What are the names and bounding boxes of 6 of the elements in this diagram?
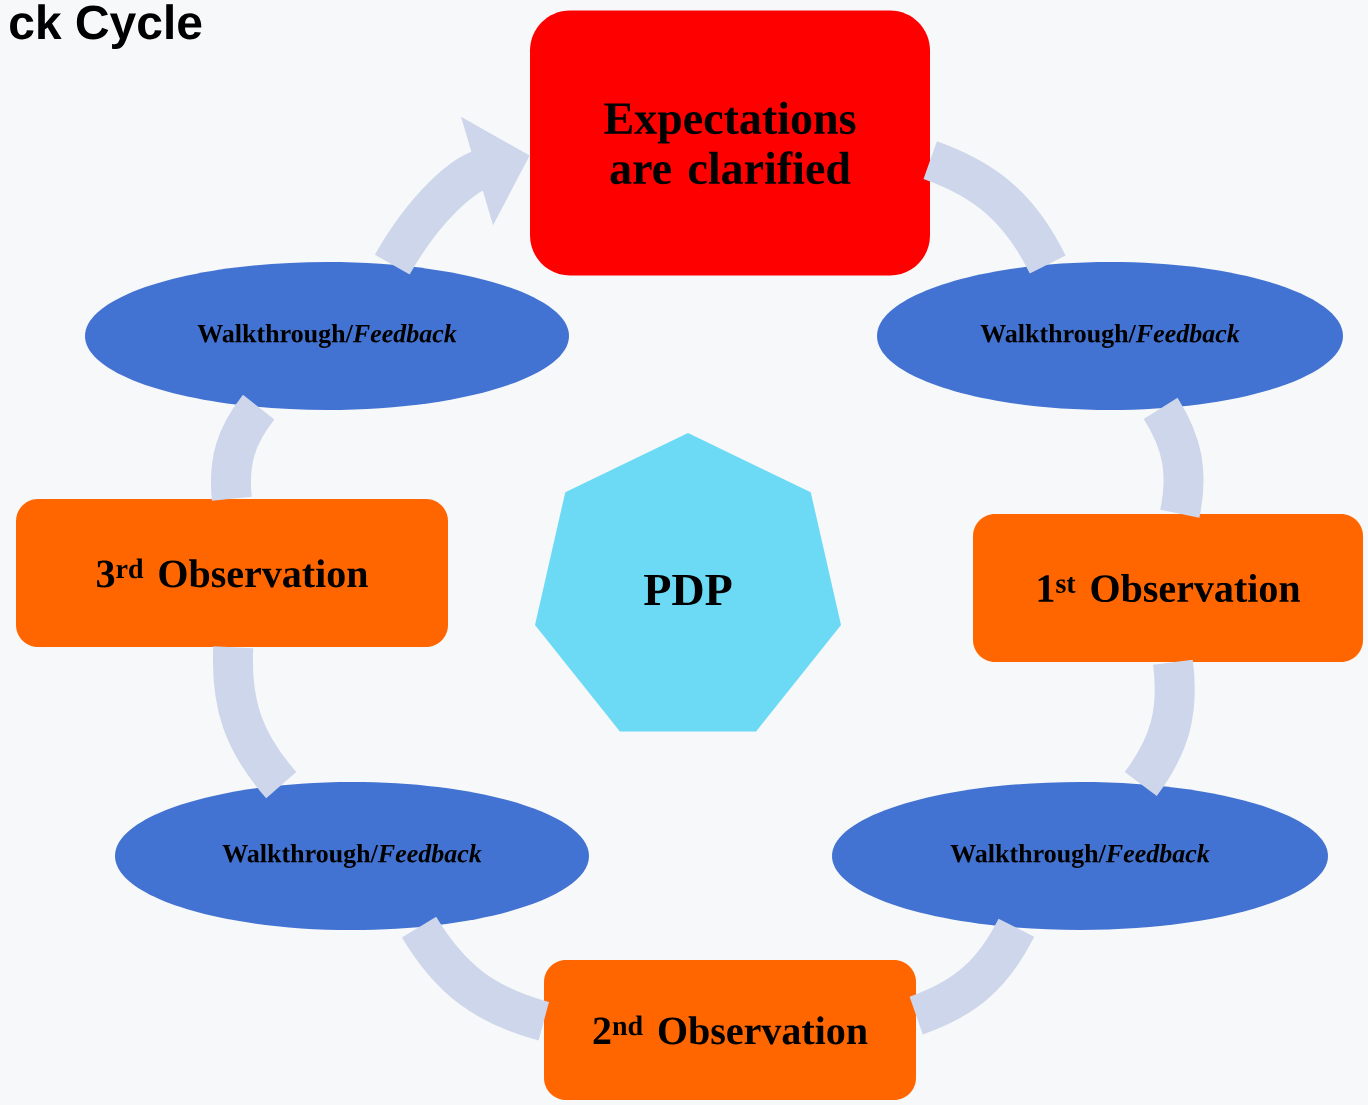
process-box: 3$^{rd}$ Observation xyxy=(16,499,448,647)
title: ck Cycle xyxy=(10,4,202,49)
process-box: Expectations are clarified xyxy=(530,10,930,276)
process-box: 2$^{nd}$ Observation xyxy=(544,960,916,1100)
center-heptagon: PDP xyxy=(535,433,842,732)
process-box: 1$^{st}$ Observation xyxy=(973,514,1363,662)
